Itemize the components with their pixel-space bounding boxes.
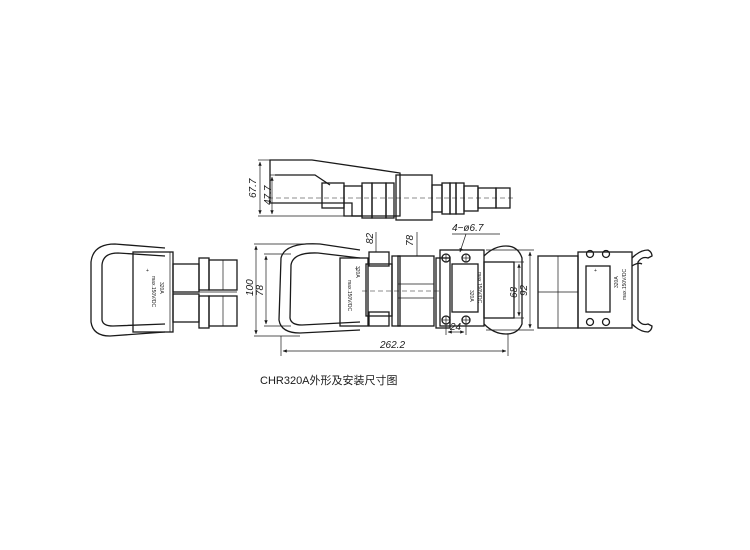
dimension-hole: 4−ø6.7: [452, 223, 484, 234]
dimension-24: 24: [449, 322, 462, 333]
dimension-47-7: 47.7: [263, 185, 274, 205]
main-connector: + max.150V/DC 320A 100 78 82 78 262.2: [245, 232, 509, 356]
side-view: 67.7 47.7: [248, 159, 516, 221]
right-pos-symbol: +: [594, 268, 597, 274]
mid-voltage-label: max.150V/DC: [346, 280, 352, 312]
left-pos-symbol: +: [146, 268, 149, 274]
dimension-67-7: 67.7: [248, 178, 259, 198]
figure-caption: CHR320A外形及安装尺寸图: [260, 375, 398, 387]
dimension-78-top: 78: [405, 234, 416, 246]
panel-rating-label: 320A: [468, 290, 474, 302]
dimension-262-2: 262.2: [379, 340, 405, 351]
mounting-panel: 320A max.150V/DC 4−ø6.7 68 92 24: [435, 223, 534, 335]
panel-voltage-label: max.150V/DC: [476, 272, 482, 304]
dimension-82: 82: [365, 232, 376, 244]
mid-rating-label: 320A: [354, 266, 360, 278]
dimension-100: 100: [245, 279, 256, 296]
left-voltage-label: max.150V/DC: [150, 276, 156, 308]
right-connector: + 320A max.150V/DC: [537, 249, 653, 333]
right-rating-label: 320A: [614, 276, 620, 288]
left-rating-label: 320A: [158, 282, 164, 294]
left-connector: + max.150V/DC 320A: [90, 243, 238, 337]
mid-pos-symbol: +: [355, 266, 358, 272]
dimension-78-left: 78: [255, 284, 266, 296]
right-voltage-label: max.150V/DC: [622, 268, 628, 300]
dimension-68: 68: [509, 286, 520, 298]
dimension-92: 92: [519, 284, 530, 296]
